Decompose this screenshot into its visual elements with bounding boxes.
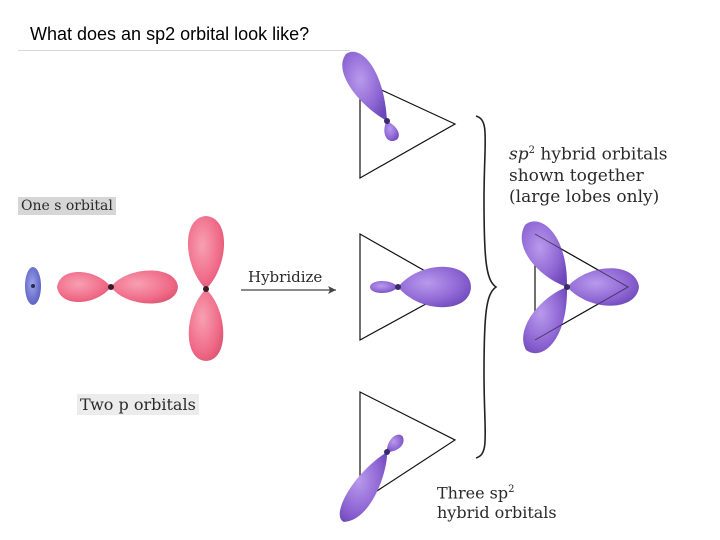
- sp2-orbitals-combined: [521, 221, 639, 354]
- s-orbital-label: One s orbital: [18, 197, 116, 215]
- s-orbital: [25, 267, 41, 305]
- three-sp-text: Three sp: [437, 483, 509, 503]
- p-orbitals-label: Two p orbitals: [77, 394, 199, 415]
- three-orbitals-label: Three sp2 hybrid orbitals: [437, 480, 597, 523]
- combined-orbitals-label: sp2 hybrid orbitals shown together (larg…: [509, 140, 709, 208]
- superscript: 2: [528, 145, 535, 156]
- sp2-orbital-middle: [359, 232, 471, 342]
- superscript: 2: [508, 484, 515, 495]
- slide-title: What does an sp2 orbital look like?: [30, 24, 310, 44]
- hybridize-label: Hybridize: [248, 268, 323, 286]
- hybridize-arrow: [241, 286, 336, 294]
- title-divider: [18, 50, 350, 51]
- grouping-brace: [475, 115, 498, 459]
- sp2-orbital-bottom: [339, 391, 457, 522]
- hybrid-orbitals-text: hybrid orbitals: [534, 144, 668, 165]
- three-line-1: Three sp2: [437, 480, 597, 503]
- sp-text: sp: [509, 144, 529, 165]
- three-line-2: hybrid orbitals: [437, 503, 557, 523]
- sp2-orbital-top: [342, 51, 457, 180]
- p-orbitals: [57, 216, 225, 361]
- combined-line-3: (large lobes only): [509, 186, 660, 207]
- combined-line-1: sp2 hybrid orbitals: [509, 140, 709, 166]
- combined-line-2: shown together: [509, 165, 644, 186]
